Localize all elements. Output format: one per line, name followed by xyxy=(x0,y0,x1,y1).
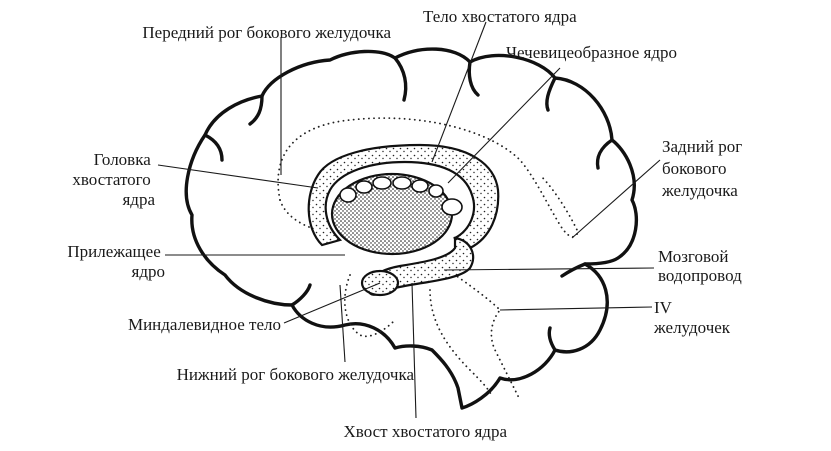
sulcus xyxy=(547,326,557,352)
sulcus xyxy=(290,283,312,307)
sulcus xyxy=(545,76,557,112)
leader-fourth-ventricle xyxy=(499,306,653,311)
caudate-nucleus xyxy=(307,143,500,250)
label-anterior-horn: Передний рог бокового желудочка xyxy=(142,23,391,42)
sulcus xyxy=(393,56,408,102)
leader-caudate-head xyxy=(157,164,319,189)
fourth-ventricle xyxy=(429,289,493,397)
label-caudate-tail: Хвост хвостатого ядра xyxy=(344,422,508,441)
inferior-horn xyxy=(343,274,396,338)
aqueduct xyxy=(444,267,521,401)
striatal-bridges xyxy=(339,176,463,216)
sulcus xyxy=(203,133,224,162)
sulcus xyxy=(560,262,587,278)
leader-caudate-tail xyxy=(411,282,417,419)
label-lentiform: Чечевицеобразное ядро xyxy=(506,43,677,62)
label-fourth-ventricle: IV желудочек xyxy=(653,298,731,337)
sulcus xyxy=(248,94,264,126)
label-amygdala: Миндалевидное тело xyxy=(128,315,281,334)
leader-lentiform xyxy=(447,67,561,184)
sulcus xyxy=(595,138,614,170)
leader-inferior-horn xyxy=(339,284,346,363)
leader-caudate-body xyxy=(431,21,487,163)
leader-aqueduct xyxy=(443,267,655,271)
leader-posterior-horn xyxy=(571,159,661,239)
label-aqueduct: Мозговой водопровод xyxy=(658,247,742,285)
sulcus xyxy=(467,60,480,97)
label-caudate-body: Тело хвостатого ядра xyxy=(423,7,577,26)
label-posterior-horn: Задний рог бокового желудочка xyxy=(661,137,746,200)
label-inferior-horn: Нижний рог бокового желудочка xyxy=(177,365,415,384)
label-accumbens: Прилежащее ядро xyxy=(67,242,165,281)
leader-amygdala xyxy=(283,282,381,324)
label-caudate-head: Головка хвостатого ядра xyxy=(72,150,155,209)
brain-outline xyxy=(184,47,639,410)
